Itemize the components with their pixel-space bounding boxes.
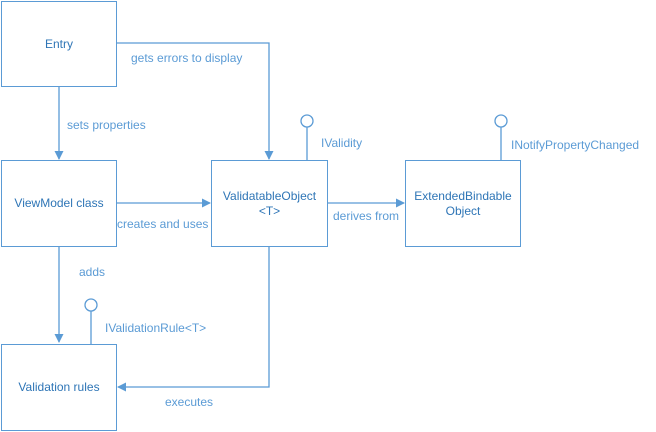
extended-bindable-object-box: ExtendedBindable Object	[405, 160, 521, 247]
ivalidity-lollipop	[300, 114, 314, 160]
ivalidationrule-lollipop	[84, 298, 98, 344]
validatable-object-box: ValidatableObject <T>	[211, 160, 328, 247]
label-derives-from: derives from	[333, 209, 400, 223]
edge-gets-errors	[116, 42, 274, 160]
validatable-object-generic: <T>	[258, 203, 281, 218]
label-creates-and-uses: creates and uses	[117, 217, 209, 231]
entry-box: Entry	[1, 1, 117, 87]
label-ivalidationrule: IValidationRule<T>	[105, 321, 207, 335]
label-adds: adds	[79, 265, 106, 279]
label-inotifypropertychanged: INotifyPropertyChanged	[511, 138, 640, 152]
edge-executes	[117, 246, 270, 392]
viewmodel-label: ViewModel class	[14, 196, 104, 210]
label-gets-errors: gets errors to display	[131, 51, 243, 65]
label-ivalidity: IValidity	[321, 136, 363, 150]
inotify-lollipop	[494, 114, 508, 160]
entry-label: Entry	[44, 36, 73, 51]
label-sets-properties: sets properties	[67, 118, 146, 132]
extended-bindable-label-line1: ExtendedBindable	[414, 188, 512, 203]
validatable-object-label: ValidatableObject	[222, 188, 317, 203]
validation-rules-box: Validation rules	[1, 344, 117, 431]
label-executes: executes	[165, 395, 214, 409]
viewmodel-box: ViewModel class	[1, 160, 117, 247]
extended-bindable-label-line2: Object	[445, 203, 481, 218]
validation-rules-label: Validation rules	[18, 380, 100, 394]
